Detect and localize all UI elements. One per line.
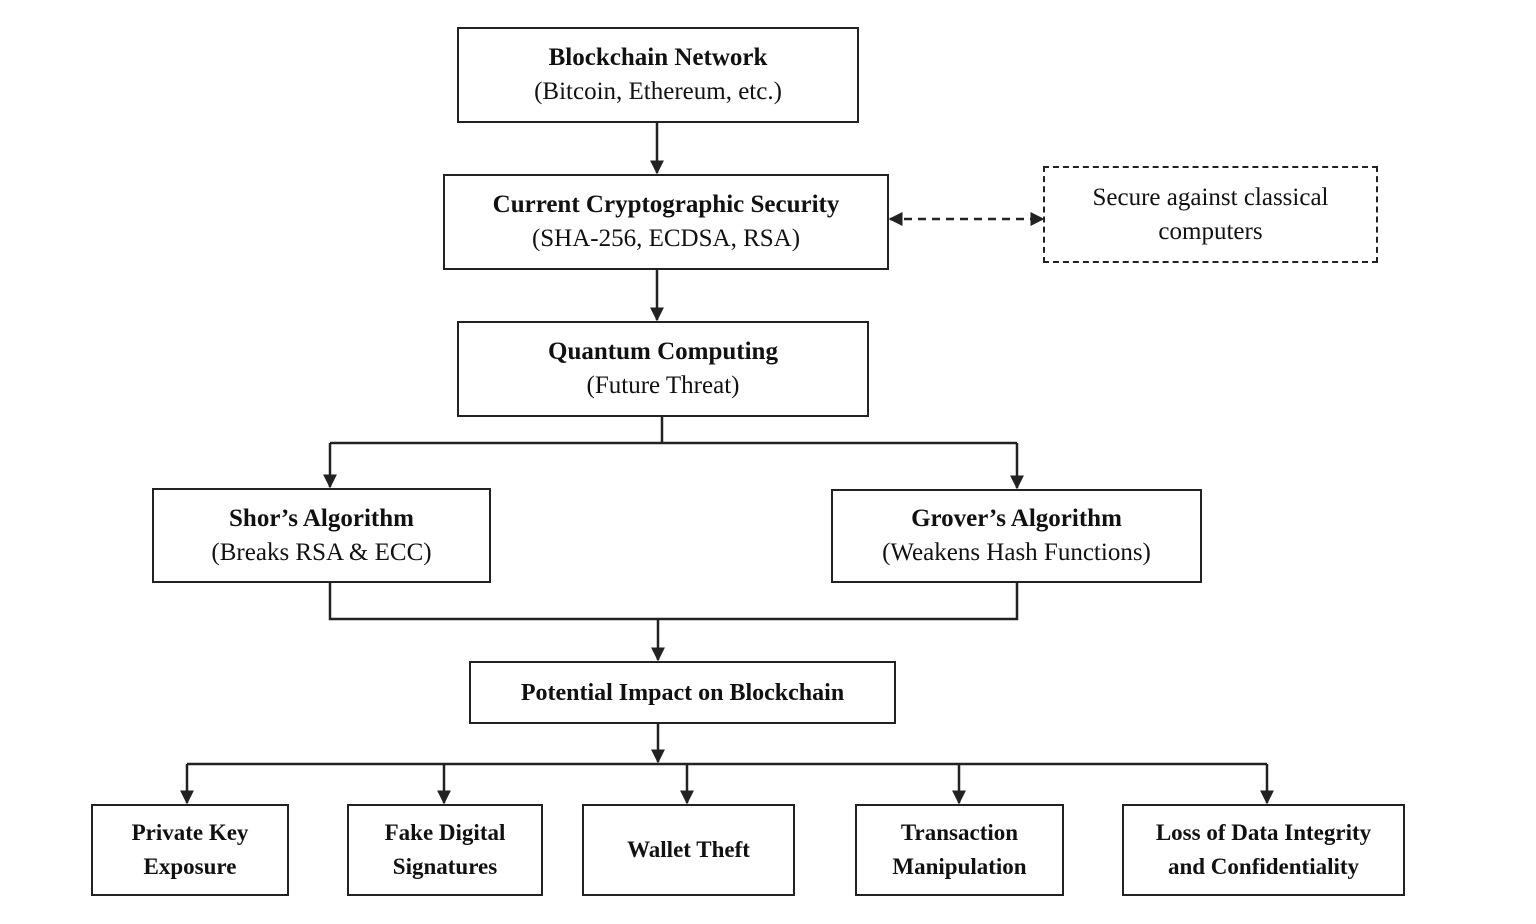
- blockchain-network-box: Blockchain Network (Bitcoin, Ethereum, e…: [457, 27, 859, 123]
- connector-merge: [328, 583, 1019, 621]
- current-security-box: Current Cryptographic Security (SHA-256,…: [443, 174, 889, 270]
- grovers-algorithm-box: Grover’s Algorithm (Weakens Hash Functio…: [831, 489, 1202, 583]
- impact-fake-signatures-box: Fake Digital Signatures: [347, 804, 543, 896]
- classical-note-box: Secure against classical computers: [1043, 166, 1378, 263]
- blockchain-network-title: Blockchain Network: [548, 44, 768, 71]
- potential-impact-box: Potential Impact on Blockchain: [469, 661, 896, 724]
- shors-algorithm-title: Shor’s Algorithm: [229, 504, 414, 532]
- impact-private-key-box: Private Key Exposure: [91, 804, 289, 896]
- shors-algorithm-subtitle: (Breaks RSA & ECC): [211, 538, 432, 566]
- impact-private-key-line1: Private Key: [131, 820, 249, 845]
- classical-note-line1: Secure against classical: [1092, 183, 1329, 211]
- current-security-title: Current Cryptographic Security: [492, 191, 840, 218]
- current-security-subtitle: (SHA-256, ECDSA, RSA): [531, 225, 801, 252]
- impact-data-integrity-box: Loss of Data Integrity and Confidentiali…: [1122, 804, 1405, 896]
- impact-fake-signatures-line1: Fake Digital: [384, 820, 506, 845]
- quantum-computing-subtitle: (Future Threat): [586, 372, 740, 399]
- quantum-computing-title: Quantum Computing: [548, 338, 778, 365]
- shors-algorithm-box: Shor’s Algorithm (Breaks RSA & ECC): [152, 488, 491, 583]
- impact-fake-signatures-line2: Signatures: [392, 854, 498, 879]
- grovers-algorithm-title: Grover’s Algorithm: [911, 505, 1122, 532]
- classical-note-line2: computers: [1158, 217, 1263, 245]
- impact-transaction-line1: Transaction: [900, 820, 1019, 845]
- impact-transaction-line2: Manipulation: [892, 854, 1027, 879]
- impact-wallet-theft-box: Wallet Theft: [582, 804, 795, 896]
- impact-data-integrity-line2: and Confidentiality: [1167, 854, 1360, 879]
- quantum-computing-box: Quantum Computing (Future Threat): [457, 321, 869, 417]
- potential-impact-title: Potential Impact on Blockchain: [520, 679, 845, 706]
- impact-private-key-line2: Exposure: [143, 854, 237, 879]
- impact-wallet-theft-line1: Wallet Theft: [627, 837, 750, 862]
- grovers-algorithm-subtitle: (Weakens Hash Functions): [882, 539, 1151, 566]
- impact-data-integrity-line1: Loss of Data Integrity: [1155, 820, 1372, 845]
- impact-transaction-box: Transaction Manipulation: [855, 804, 1064, 896]
- blockchain-network-subtitle: (Bitcoin, Ethereum, etc.): [534, 78, 782, 105]
